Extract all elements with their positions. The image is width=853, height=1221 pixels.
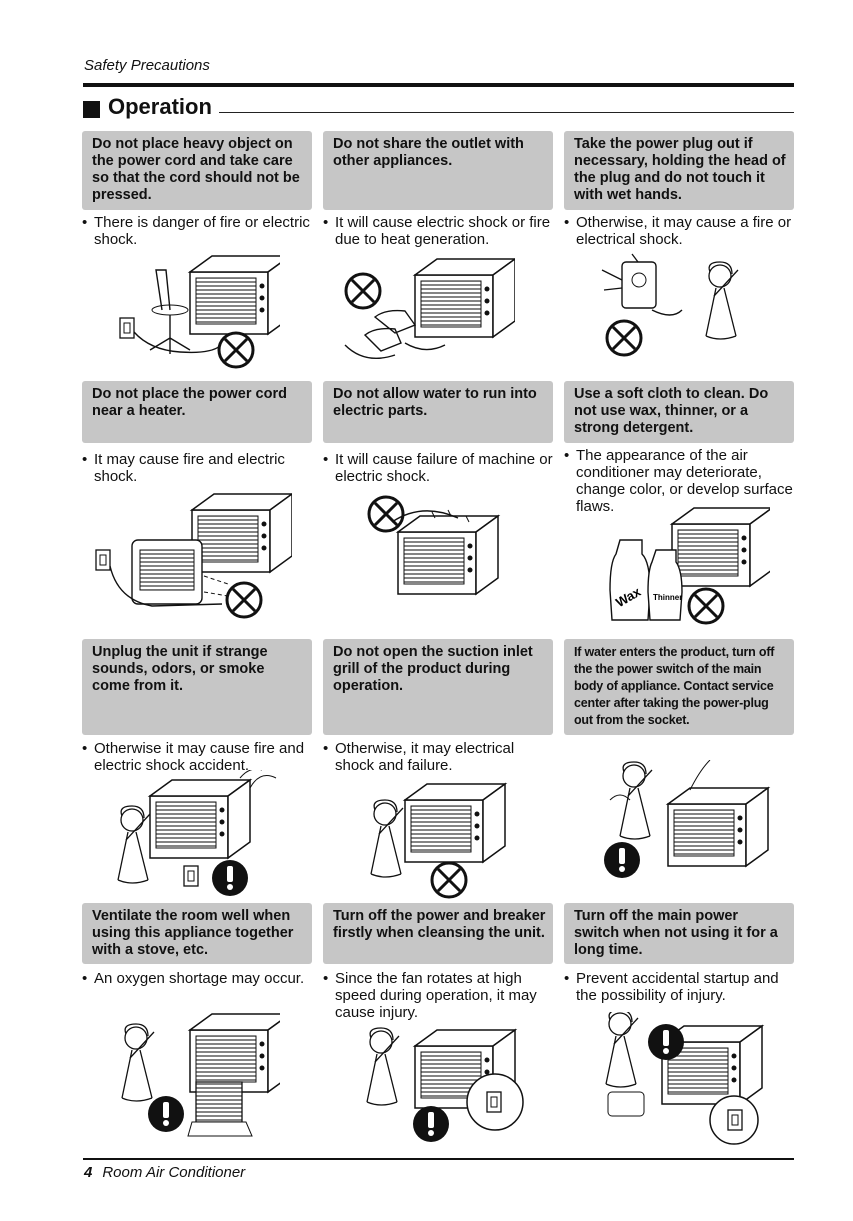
illustration-ventilate xyxy=(121,1013,280,1137)
warning-box: If water enters the product, turn off th… xyxy=(564,639,794,735)
warning-description: • An oxygen shortage may occur. xyxy=(82,970,312,987)
warning-description: • It will cause failure of machine or ele… xyxy=(323,451,553,485)
description-text: Prevent accidental startup and the possi… xyxy=(576,970,779,1004)
bullet: • xyxy=(564,214,570,231)
card-heavy-object: Do not place heavy object on the power c… xyxy=(82,131,312,248)
description-text: It will cause electric shock or fire due… xyxy=(335,214,551,248)
card-water: Do not allow water to run into electric … xyxy=(323,381,553,485)
bullet: • xyxy=(82,451,88,468)
warning-box: Use a soft cloth to clean. Do not use wa… xyxy=(564,381,794,443)
bullet: • xyxy=(564,447,570,464)
header-title: Safety Precautions xyxy=(84,57,210,74)
bullet: • xyxy=(323,451,329,468)
warning-box: Ventilate the room well when using this … xyxy=(82,903,312,964)
illustration-unplug xyxy=(117,770,277,896)
warning-description: • Since the fan rotates at high speed dur… xyxy=(323,970,553,1021)
description-text: It may cause fire and electric shock. xyxy=(94,451,285,485)
description-text: The appearance of the air conditioner ma… xyxy=(576,447,793,515)
illustration-power-plug xyxy=(601,253,739,357)
card-power-plug: Take the power plug out if necessary, ho… xyxy=(564,131,794,248)
illustration-water-enters xyxy=(604,760,769,878)
warning-description: • Otherwise it may cause fire and electri… xyxy=(82,740,312,774)
footer-rule xyxy=(83,1158,794,1160)
card-share-outlet: Do not share the outlet with other appli… xyxy=(323,131,553,248)
description-text: Otherwise, it may cause a fire or electr… xyxy=(576,214,792,248)
warning-box: Turn off the power and breaker firstly w… xyxy=(323,903,553,964)
illustration-breaker xyxy=(366,1027,524,1142)
section-line xyxy=(219,112,794,113)
illustration-heater xyxy=(95,493,292,619)
description-text: Since the fan rotates at high speed duri… xyxy=(335,970,537,1021)
bullet: • xyxy=(323,740,329,757)
bullet: • xyxy=(323,970,329,987)
bullet: • xyxy=(82,740,88,757)
section-title: Operation xyxy=(108,94,212,119)
warning-description: • Otherwise, it may cause a fire or elect… xyxy=(564,214,794,248)
description-text: An oxygen shortage may occur. xyxy=(94,970,305,987)
description-text: Otherwise it may cause fire and electric… xyxy=(94,740,305,774)
warning-description: • Prevent accidental startup and the poss… xyxy=(564,970,794,1004)
illustration-suction-grill xyxy=(370,783,506,899)
warning-box: Do not place the power cord near a heate… xyxy=(82,381,312,443)
section-heading: Operation xyxy=(83,94,794,125)
description-text: Otherwise, it may electrical shock and f… xyxy=(335,740,515,774)
card-heater: Do not place the power cord near a heate… xyxy=(82,381,312,485)
bullet: • xyxy=(82,970,88,987)
illustration-soft-cloth: Wax Thinner xyxy=(609,507,770,625)
description-text: There is danger of fire or electric shoc… xyxy=(94,214,310,248)
illustration-water xyxy=(367,495,499,595)
footer: 4 Room Air Conditioner xyxy=(84,1164,245,1181)
page-number: 4 xyxy=(84,1164,93,1181)
card-water-enters: If water enters the product, turn off th… xyxy=(564,639,794,739)
thinner-label: Thinner xyxy=(653,593,682,602)
warning-box: Take the power plug out if necessary, ho… xyxy=(564,131,794,210)
illustration-heavy-object xyxy=(119,255,280,369)
warning-description: • Otherwise, it may electrical shock and … xyxy=(323,740,553,774)
warning-box: Do not allow water to run into electric … xyxy=(323,381,553,443)
bullet: • xyxy=(323,214,329,231)
warning-box: Unplug the unit if strange sounds, odors… xyxy=(82,639,312,735)
warning-description: • It may cause fire and electric shock. xyxy=(82,451,312,485)
warning-box: Turn off the main power switch when not … xyxy=(564,903,794,964)
bullet: • xyxy=(564,970,570,987)
header-rule xyxy=(83,83,794,87)
warning-box: Do not open the suction inlet grill of t… xyxy=(323,639,553,735)
section-square-icon xyxy=(83,101,100,118)
card-breaker: Turn off the power and breaker firstly w… xyxy=(323,903,553,1021)
warning-description: • The appearance of the air conditioner m… xyxy=(564,447,794,515)
card-main-power: Turn off the main power switch when not … xyxy=(564,903,794,1004)
bullet: • xyxy=(82,214,88,231)
footer-title: Room Air Conditioner xyxy=(102,1164,246,1181)
illustration-share-outlet xyxy=(344,258,515,359)
warning-box: Do not share the outlet with other appli… xyxy=(323,131,553,210)
description-text: It will cause failure of machine or elec… xyxy=(335,451,553,485)
card-ventilate: Ventilate the room well when using this … xyxy=(82,903,312,987)
warning-description: • There is danger of fire or electric sho… xyxy=(82,214,312,248)
warning-box: Do not place heavy object on the power c… xyxy=(82,131,312,210)
card-suction-grill: Do not open the suction inlet grill of t… xyxy=(323,639,553,774)
card-unplug: Unplug the unit if strange sounds, odors… xyxy=(82,639,312,774)
illustration-main-power xyxy=(605,1012,763,1145)
warning-description: • It will cause electric shock or fire du… xyxy=(323,214,553,248)
card-soft-cloth: Use a soft cloth to clean. Do not use wa… xyxy=(564,381,794,515)
